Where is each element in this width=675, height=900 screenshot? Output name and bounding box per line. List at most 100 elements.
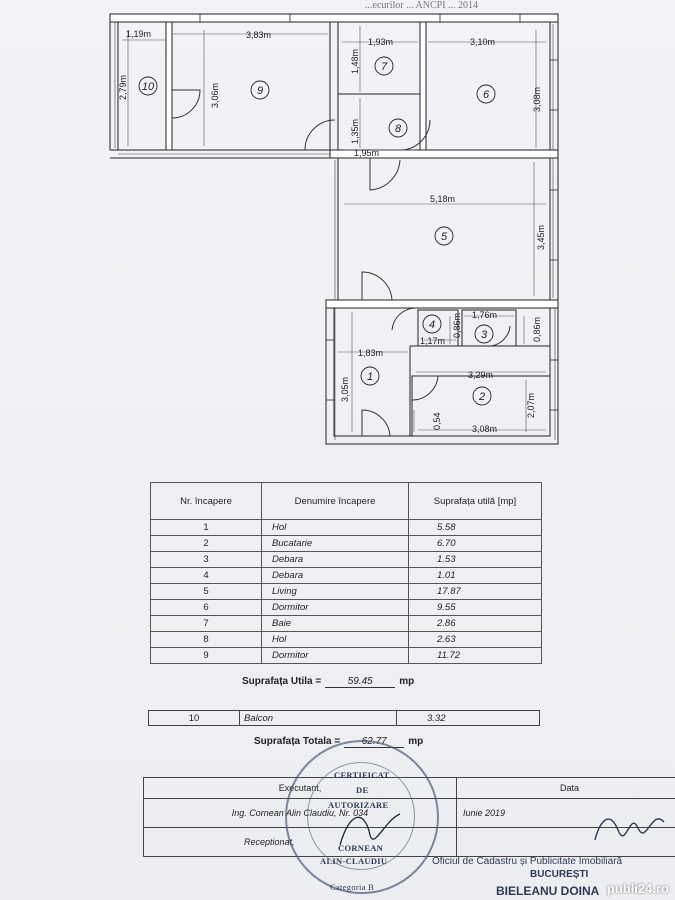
signature-scrawl	[594, 818, 665, 841]
cell-name: Dormitor	[261, 647, 409, 664]
room-label-6: 6	[483, 89, 490, 101]
cell-area: 1.53	[408, 551, 542, 568]
util-value: 59.45	[325, 676, 396, 688]
dim-3-10: 3,10m	[470, 37, 495, 47]
util-unit: mp	[399, 676, 415, 687]
header-name: Denumire încapere	[261, 482, 409, 520]
dim-3-08-b: 3,08m	[472, 424, 497, 434]
cell-name: Living	[261, 583, 409, 600]
room-label-3: 3	[481, 329, 488, 341]
cell-name: Debara	[261, 567, 409, 584]
dim-0-86-b: 0,86m	[532, 317, 542, 342]
cell-area: 9.55	[408, 599, 542, 616]
cell-nr: 5	[150, 583, 262, 600]
dim-0-86-a: 0,86m	[452, 313, 462, 338]
cell-area: 2.86	[408, 615, 542, 632]
dim-3-29: 3,29m	[468, 370, 493, 380]
dim-1-17: 1,17m	[420, 336, 445, 346]
stamp-line-3: AUTORIZARE	[328, 800, 389, 810]
top-note: ...ecurilor ... ANCPI ... 2014	[365, 0, 479, 11]
cell-area: 17.87	[408, 583, 542, 600]
room-label-2: 2	[478, 391, 485, 403]
cell-name: Hol	[261, 519, 409, 536]
dim-2-79: 2,79m	[118, 75, 128, 100]
rooms-table: Nr. încapere Denumire încapere Suprafața…	[150, 482, 542, 664]
cell-area: 11.72	[408, 647, 542, 664]
room-label-10: 10	[142, 81, 155, 93]
dim-1-95: 1,95m	[354, 148, 379, 158]
floor-plan: 10 9 7 8 6 5 4 3 1 2 1,19m 3,83m 1,93m 3…	[109, 13, 559, 445]
stamp-line-6: Categoria B	[330, 882, 375, 892]
room-label-1: 1	[367, 371, 373, 383]
room-label-5: 5	[441, 231, 448, 243]
dim-1-83: 1,83m	[358, 348, 383, 358]
room-label-9: 9	[257, 85, 263, 97]
date-value: Iunie 2019	[456, 798, 675, 828]
dim-3-08: 3,08m	[532, 87, 542, 112]
cell-nr: 6	[150, 599, 262, 616]
cell-name: Bucatarie	[261, 535, 409, 552]
dim-3-45: 3,45m	[536, 225, 546, 250]
office-name: Oficiul de Cadastru și Publicitate Imobi…	[432, 856, 623, 867]
header-nr: Nr. încapere	[150, 482, 262, 520]
cell-name: Dormitor	[261, 599, 409, 616]
table-row: 10 Balcon 3.32	[148, 710, 540, 726]
dim-1-19: 1,19m	[126, 29, 151, 39]
cell-nr: 9	[150, 647, 262, 664]
executant-signature	[339, 813, 401, 846]
dim-1-93: 1,93m	[368, 37, 393, 47]
room-label-4: 4	[429, 319, 435, 331]
total-unit: mp	[408, 736, 424, 747]
stamp-line-1: CERTIFICAT	[334, 770, 390, 780]
cell-nr: 3	[150, 551, 262, 568]
cell-nr: 2	[150, 535, 262, 552]
dim-0-54: 0,54	[432, 412, 442, 430]
cell-name: Hol	[261, 631, 409, 648]
cell-name: Baie	[261, 615, 409, 632]
room-label-7: 7	[381, 61, 388, 73]
stamp-line-5: ALIN-CLAUDIU	[320, 856, 388, 866]
dim-5-18: 5,18m	[430, 194, 455, 204]
dim-1-35: 1,35m	[350, 119, 360, 144]
cell-area: 2.63	[408, 631, 542, 648]
cell-area: 3.32	[396, 710, 540, 726]
dim-3-83: 3,83m	[246, 30, 271, 40]
cell-area: 5.58	[408, 519, 542, 536]
office-person: BIELEANU DOINA	[496, 884, 600, 898]
cell-name: Balcon	[239, 710, 397, 726]
cell-nr: 10	[148, 710, 240, 726]
dim-3-05: 3,05m	[340, 377, 350, 402]
stamp-line-4: CORNEAN	[338, 843, 384, 853]
cell-area: 1.01	[408, 567, 542, 584]
cell-nr: 7	[150, 615, 262, 632]
watermark-text: publi24.ro	[606, 881, 669, 896]
balcony-table: 10 Balcon 3.32	[148, 710, 540, 726]
dim-2-07: 2,07m	[526, 393, 536, 418]
total-label: Suprafața Totala =	[254, 736, 341, 747]
header-area: Suprafața utilă [mp]	[408, 482, 542, 520]
stamp-line-2: DE	[356, 785, 369, 795]
dim-1-48: 1,48m	[350, 49, 360, 74]
table-header-row: Nr. încapere Denumire încapere Suprafața…	[150, 482, 542, 520]
cell-name: Debara	[261, 551, 409, 568]
cell-area: 6.70	[408, 535, 542, 552]
office-city: BUCUREȘTI	[530, 869, 589, 880]
cell-nr: 8	[150, 631, 262, 648]
date-label: Data	[456, 777, 675, 799]
dim-3-06: 3,06m	[210, 83, 220, 108]
cell-nr: 1	[150, 519, 262, 536]
stamp-circle	[285, 740, 439, 894]
util-label: Suprafața Utila =	[242, 676, 322, 687]
dim-1-76: 1,76m	[472, 310, 497, 320]
room-label-8: 8	[395, 123, 402, 135]
